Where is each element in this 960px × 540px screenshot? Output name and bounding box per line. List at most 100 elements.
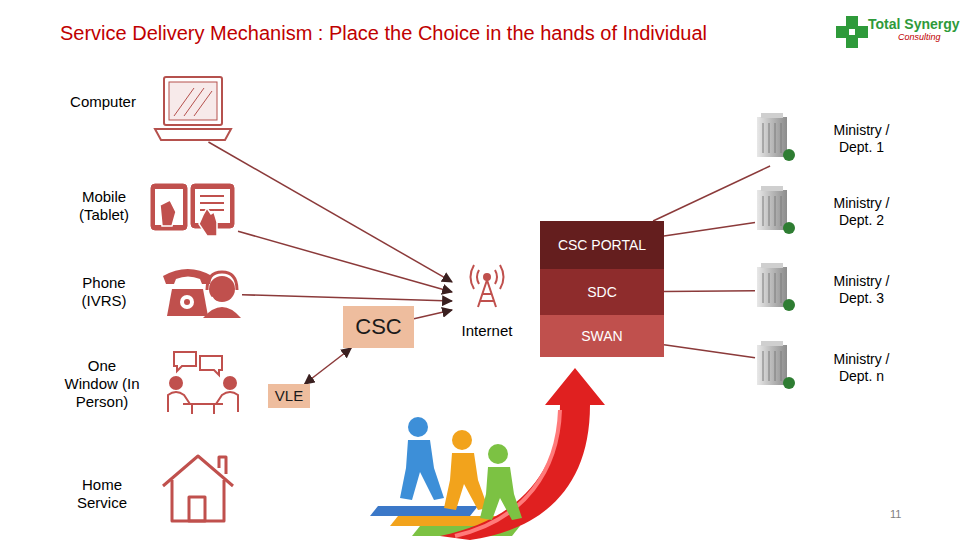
meeting-icon-part — [224, 377, 236, 389]
building-icon-part-part — [761, 186, 783, 191]
ministry-node: Ministry / Dept. 2 — [755, 185, 900, 239]
building-icon-part-part — [761, 263, 783, 268]
laptop-icon — [155, 77, 231, 140]
telephone-icon-part — [212, 297, 225, 303]
meeting-icon-part — [216, 392, 238, 412]
laptop-icon-part — [174, 88, 212, 116]
portal-band: CSC PORTAL — [540, 221, 664, 269]
building-icon-part-part — [763, 273, 781, 303]
channel-node: Phone (IVRS) — [60, 262, 242, 322]
tower-icon-part — [477, 270, 497, 284]
building-icon-part — [757, 113, 795, 161]
channel-node: One Window (In Person) — [60, 348, 240, 420]
telephone-icon-part — [163, 269, 212, 284]
tablet-icon-part — [200, 196, 224, 210]
house-icon-part — [189, 497, 205, 521]
building-icon-part-part — [763, 123, 781, 153]
telephone-icon — [163, 269, 241, 318]
telephone-icon-part — [180, 295, 194, 309]
growth-illustration-part — [488, 444, 508, 464]
logo-cross — [836, 16, 868, 48]
connector-line — [305, 348, 352, 384]
node-label: Computer — [60, 72, 146, 132]
tablet-icon-part — [199, 208, 217, 236]
connector-line — [664, 345, 755, 358]
logo-cross-part — [849, 29, 855, 35]
sdc-band: SDC — [540, 269, 664, 315]
growth-illustration-part — [440, 368, 605, 540]
building-icon-part-part — [761, 341, 783, 346]
tablet-icon-part — [160, 200, 176, 226]
laptop-icon-part — [164, 77, 222, 125]
laptop-icon-part — [155, 129, 231, 140]
node-label: SDC — [540, 269, 664, 315]
growth-illustration-part — [400, 440, 444, 500]
internet-node: Internet — [452, 262, 522, 342]
building-icon-part-part — [757, 267, 787, 307]
logo-text: Consulting — [898, 32, 941, 42]
building-icon — [757, 113, 795, 389]
tower-icon-part — [471, 265, 504, 289]
building-icon-part-part — [757, 117, 787, 157]
telephone-icon-part — [207, 272, 237, 290]
node-label: Home Service — [60, 462, 144, 526]
node-label: VLE — [268, 384, 310, 408]
building-icon-part — [757, 263, 795, 311]
node-label: Phone (IVRS) — [60, 262, 148, 322]
page-number: 11 — [890, 508, 901, 520]
building-icon-part — [757, 341, 795, 389]
growth-illustration-part — [408, 417, 428, 437]
growth-illustration-part — [444, 453, 488, 510]
telephone-icon-part — [167, 289, 208, 316]
building-icon-part — [757, 186, 795, 234]
telephone-icon-part — [184, 299, 190, 305]
connector-line — [664, 223, 755, 236]
growth-illustration — [370, 368, 605, 540]
building-icon-part-part — [783, 149, 795, 161]
building-icon-part-part — [763, 196, 781, 226]
node-label: SWAN — [540, 315, 664, 357]
connector-line — [238, 231, 452, 292]
ministry-node: Ministry / Dept. 1 — [755, 112, 900, 166]
ministry-node: Ministry / Dept. 3 — [755, 262, 900, 318]
meeting-icon-part — [200, 356, 222, 375]
house-icon — [163, 456, 233, 521]
node-label: CSC PORTAL — [540, 221, 664, 269]
slide-title: Service Delivery Mechanism : Place the C… — [60, 22, 707, 45]
connector-line — [208, 142, 452, 282]
connector-line — [414, 310, 452, 319]
tablet-icon — [151, 184, 234, 236]
node-label: Ministry / Dept. 3 — [823, 262, 900, 318]
meeting-icon-part — [168, 392, 190, 412]
meeting-icon — [168, 352, 238, 414]
tower-icon-part — [484, 274, 490, 280]
building-icon-part-part — [761, 113, 783, 118]
ministry-node: Ministry / Dept. n — [755, 340, 900, 396]
swan-band: SWAN — [540, 315, 664, 357]
channel-node: Mobile (Tablet) — [60, 178, 238, 234]
building-icon-part-part — [783, 299, 795, 311]
channel-node: Home Service — [60, 462, 235, 526]
building-icon-part-part — [783, 377, 795, 389]
building-icon-part-part — [757, 190, 787, 230]
tower-icon — [471, 265, 504, 307]
growth-illustration-part — [480, 467, 522, 520]
node-label: Mobile (Tablet) — [60, 178, 148, 234]
tablet-icon-part — [155, 189, 183, 225]
channel-node: Computer — [60, 72, 235, 142]
logo-text: Total Synergy — [868, 16, 960, 32]
telephone-icon-part — [203, 307, 241, 318]
csc-box: CSC — [343, 306, 414, 348]
node-label: Ministry / Dept. 1 — [823, 112, 900, 166]
building-icon-part-part — [757, 345, 787, 385]
tablet-icon-part — [151, 184, 187, 230]
house-icon-part — [219, 457, 226, 474]
node-label: CSC — [343, 306, 414, 348]
node-label: Ministry / Dept. n — [823, 340, 900, 396]
meeting-icon-part — [174, 352, 196, 371]
connector-line — [664, 290, 755, 292]
building-icon-part-part — [763, 351, 781, 381]
laptop-icon-part — [169, 82, 217, 120]
meeting-icon-part — [183, 404, 223, 414]
